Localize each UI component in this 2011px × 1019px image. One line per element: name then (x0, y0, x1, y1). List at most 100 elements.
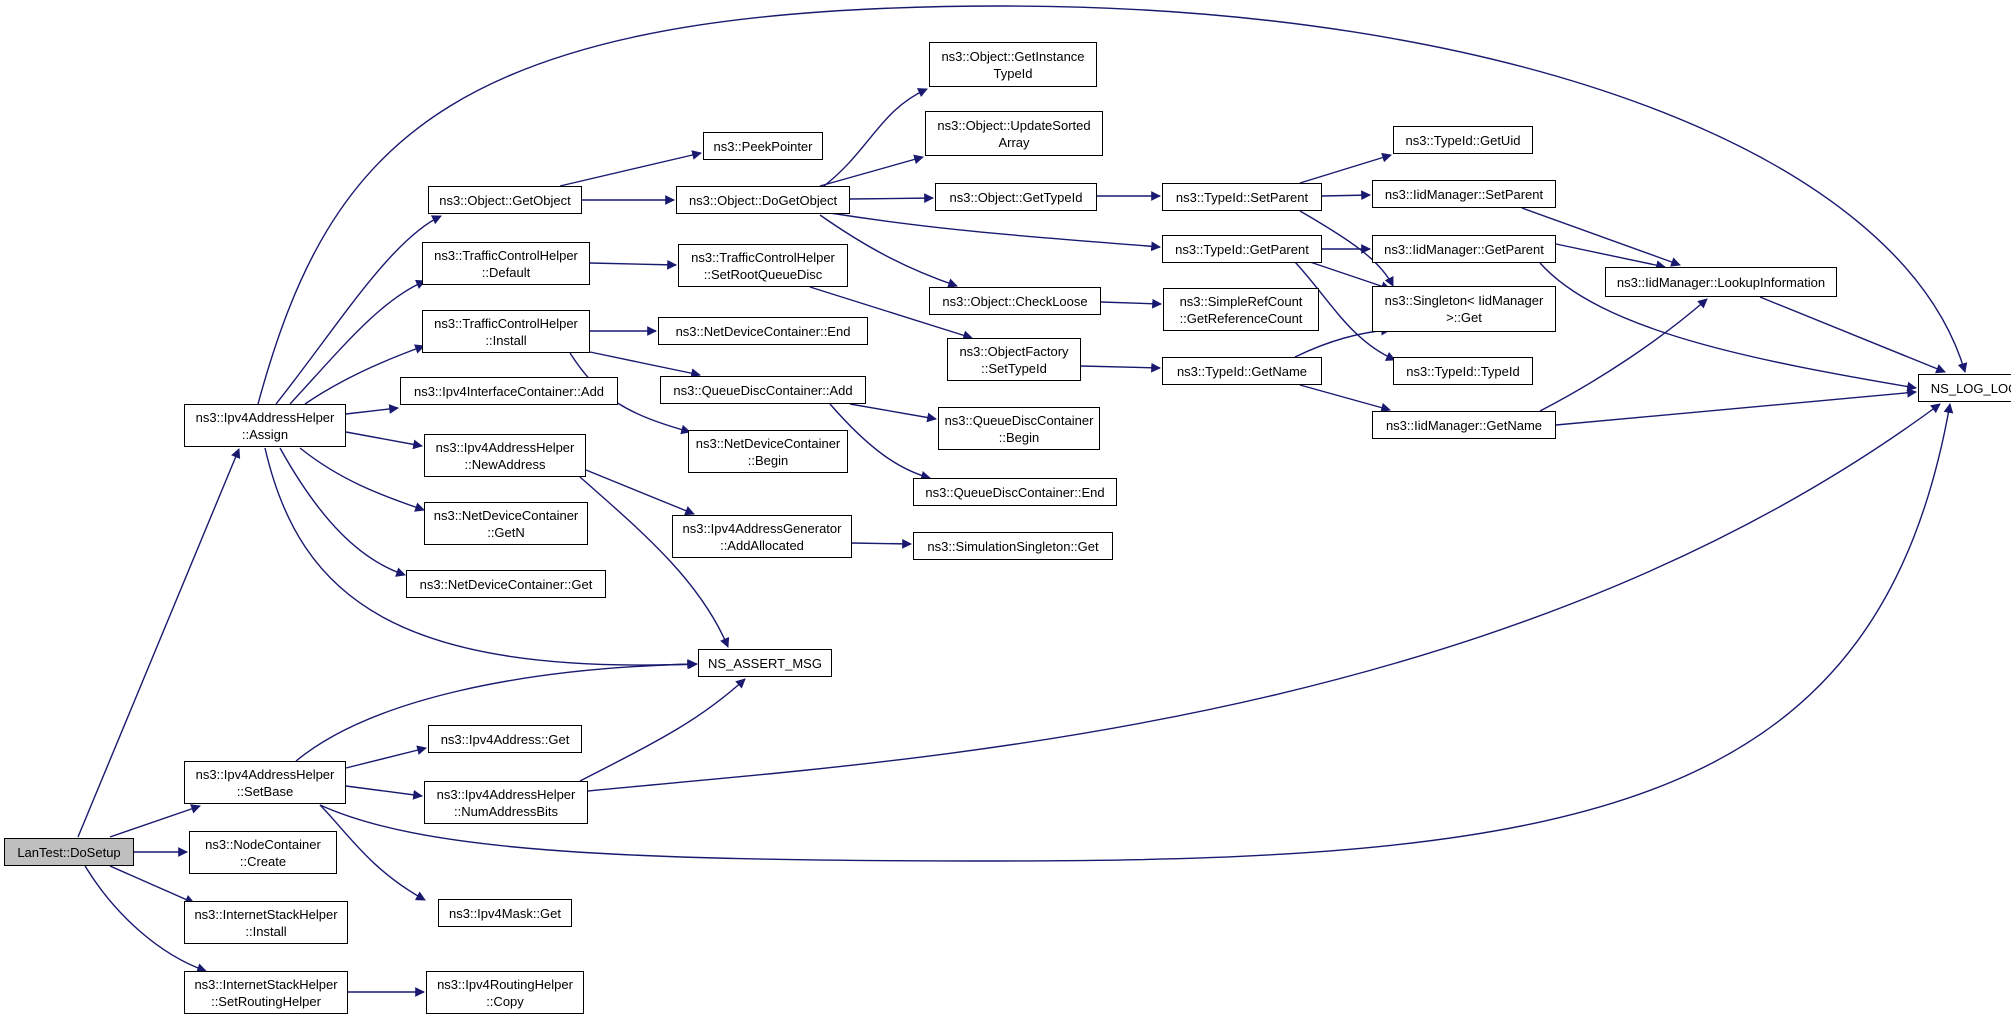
node-label-line: ::SetBase (236, 783, 294, 799)
node-iidmanager-setparent[interactable]: ns3::IidManager::SetParent (1372, 180, 1556, 208)
node-label-line: ns3::Ipv4AddressHelper (435, 439, 575, 455)
edge-dogetobject-tidgetparent (829, 212, 1161, 252)
edge-getobject-peekpointer (559, 150, 702, 187)
node-simplerefcount-getreferencecount[interactable]: ns3::SimpleRefCount::GetReferenceCount (1163, 288, 1319, 331)
node-label-line: ns3::Object::UpdateSorted (937, 117, 1091, 133)
node-label-line: ns3::TrafficControlHelper (691, 249, 835, 265)
node-internetstackhelper-setroutinghelper[interactable]: ns3::InternetStackHelper::SetRoutingHelp… (184, 971, 348, 1014)
node-ipv4routinghelper-copy[interactable]: ns3::Ipv4RoutingHelper::Copy (426, 971, 584, 1014)
node-netdevicecontainer-end[interactable]: ns3::NetDeviceContainer::End (658, 317, 868, 345)
edge-assign-newaddress (345, 431, 423, 450)
node-trafficcontrolhelper-default[interactable]: ns3::TrafficControlHelper::Default (422, 242, 590, 285)
node-singleton-iidmanager-get[interactable]: ns3::Singleton< IidManager >::Get (1372, 286, 1556, 332)
edge-setbase-numaddrbits (345, 785, 423, 800)
node-label-line: ::GetReferenceCount (1179, 310, 1303, 326)
node-label-line: ns3::NodeContainer (205, 836, 321, 852)
edge-tidgetparent-typeidctor (1294, 261, 1396, 361)
node-label-line: ns3::SimulationSingleton::Get (927, 538, 1099, 554)
node-label-line: ns3::InternetStackHelper (194, 906, 338, 922)
node-label-line: ns3::NetDeviceContainer (433, 507, 579, 523)
node-label-line: LanTest::DoSetup (17, 844, 121, 860)
node-object-getobject[interactable]: ns3::Object::GetObject (428, 186, 582, 214)
node-ipv4addresshelper-assign[interactable]: ns3::Ipv4AddressHelper::Assign (184, 404, 346, 447)
edge-qdcadd-qdcend (829, 403, 931, 481)
node-typeid-getuid[interactable]: ns3::TypeId::GetUid (1393, 126, 1533, 154)
node-ipv4addressgenerator-addallocated[interactable]: ns3::Ipv4AddressGenerator::AddAllocated (672, 515, 852, 558)
node-typeid-getname[interactable]: ns3::TypeId::GetName (1162, 357, 1322, 385)
edge-iidgetparent-nsloglogic (1539, 262, 1917, 392)
node-typeid-setparent[interactable]: ns3::TypeId::SetParent (1162, 183, 1322, 211)
node-label-line: ns3::NetDeviceContainer (695, 435, 841, 451)
edge-qdcadd-qdcbegin (849, 403, 937, 423)
node-typeid-typeid[interactable]: ns3::TypeId::TypeId (1393, 357, 1533, 385)
node-label-line: ns3::TypeId::GetName (1176, 363, 1308, 379)
edge-tidsetparent-tidgetuid (1299, 152, 1392, 184)
node-iidmanager-getname[interactable]: ns3::IidManager::GetName (1372, 411, 1556, 439)
node-label-line: ns3::Ipv4InterfaceContainer::Add (413, 383, 605, 399)
node-iidmanager-lookupinformation[interactable]: ns3::IidManager::LookupInformation (1605, 267, 1837, 297)
node-label-line: ns3::Ipv4Address::Get (440, 731, 570, 747)
node-ns-log-logic[interactable]: NS_LOG_LOGIC (1918, 374, 2011, 402)
node-label-line: ns3::IidManager::SetParent (1384, 186, 1544, 202)
node-label-line: ::Create (239, 853, 287, 869)
edge-addallocated-simsingleton (851, 538, 912, 549)
edge-setbase-assertmsg (295, 659, 697, 762)
node-queuedisccontainer-begin[interactable]: ns3::QueueDiscContainer::Begin (938, 407, 1100, 450)
node-netdevicecontainer-begin[interactable]: ns3::NetDeviceContainer::Begin (688, 430, 848, 473)
node-object-checkloose[interactable]: ns3::Object::CheckLoose (929, 287, 1101, 315)
edge-dosetup-setbase (109, 804, 201, 838)
node-label-line: ns3::TypeId::TypeId (1406, 363, 1520, 379)
node-label-line: NS_LOG_LOGIC (1930, 380, 2011, 396)
node-queuedisccontainer-end[interactable]: ns3::QueueDiscContainer::End (913, 478, 1117, 506)
node-label-line: NS_ASSERT_MSG (708, 655, 822, 671)
node-label-line: ns3::Object::GetInstance (941, 48, 1085, 64)
edge-assign-tchdefault (289, 279, 426, 405)
node-peekpointer[interactable]: ns3::PeekPointer (703, 132, 823, 160)
node-ipv4addresshelper-newaddress[interactable]: ns3::Ipv4AddressHelper::NewAddress (424, 434, 586, 477)
edge-tidsetparent-iidsetparent (1321, 190, 1371, 201)
node-label-line: ns3::Ipv4AddressHelper (195, 766, 335, 782)
node-iidmanager-getparent[interactable]: ns3::IidManager::GetParent (1372, 235, 1556, 263)
node-simulationsingleton-get[interactable]: ns3::SimulationSingleton::Get (913, 532, 1113, 560)
node-ipv4interfacecontainer-add[interactable]: ns3::Ipv4InterfaceContainer::Add (400, 377, 618, 405)
edge-iidgetparent-lookupinfo (1555, 243, 1666, 270)
node-ns-assert-msg[interactable]: NS_ASSERT_MSG (698, 649, 832, 677)
node-object-gettypeid[interactable]: ns3::Object::GetTypeId (935, 183, 1097, 211)
node-typeid-getparent[interactable]: ns3::TypeId::GetParent (1162, 235, 1322, 263)
node-label-line: ns3::IidManager::GetParent (1384, 241, 1544, 257)
edge-assign-ipv4ifadd (345, 404, 399, 415)
node-trafficcontrolhelper-setrootqueuedisc[interactable]: ns3::TrafficControlHelper::SetRootQueueD… (678, 244, 848, 287)
edge-dosetup-setrouting (84, 865, 207, 973)
node-ipv4mask-get[interactable]: ns3::Ipv4Mask::Get (438, 899, 572, 927)
node-label-line: >::Get (1446, 310, 1482, 325)
node-label-line: ns3::ObjectFactory (959, 343, 1069, 359)
edge-iidgetname-lookupinfo (1539, 298, 1708, 412)
edge-dogetobject-checkloose (819, 214, 958, 288)
edge-group (77, 5, 1968, 997)
node-trafficcontrolhelper-install[interactable]: ns3::TrafficControlHelper::Install (422, 310, 590, 353)
edge-assign-ndcget (279, 447, 406, 577)
node-ipv4addresshelper-setbase[interactable]: ns3::Ipv4AddressHelper::SetBase (184, 761, 346, 804)
node-ipv4addresshelper-numaddressbits[interactable]: ns3::Ipv4AddressHelper::NumAddressBits (424, 781, 588, 824)
node-label-line: ns3::Ipv4RoutingHelper (437, 976, 573, 992)
node-label-line: ns3::QueueDiscContainer (944, 412, 1094, 428)
node-netdevicecontainer-getn[interactable]: ns3::NetDeviceContainer::GetN (424, 502, 588, 545)
node-label-line: ::SetRoutingHelper (211, 993, 321, 1009)
edge-numaddrbits-nsloglogic (587, 403, 1941, 792)
node-label-line: ns3::Object::DoGetObject (688, 192, 838, 208)
node-queuedisccontainer-add[interactable]: ns3::QueueDiscContainer::Add (660, 376, 866, 404)
node-objectfactory-settypeid[interactable]: ns3::ObjectFactory::SetTypeId (947, 338, 1081, 381)
node-object-dogetobject[interactable]: ns3::Object::DoGetObject (676, 186, 850, 214)
node-nodecontainer-create[interactable]: ns3::NodeContainer::Create (189, 831, 337, 874)
node-internetstackhelper-install[interactable]: ns3::InternetStackHelper::Install (184, 901, 348, 944)
node-lantest-dosetup[interactable]: LanTest::DoSetup (4, 838, 134, 866)
edge-dogetobject-getinstancetypeid (823, 88, 928, 187)
edge-tchinstall-ndcbegin (569, 352, 691, 435)
node-netdevicecontainer-get[interactable]: ns3::NetDeviceContainer::Get (406, 570, 606, 598)
edge-tidgetname-iidgetname (1299, 384, 1391, 413)
node-ipv4address-get[interactable]: ns3::Ipv4Address::Get (428, 725, 582, 753)
node-label-line: ns3::Ipv4AddressHelper (436, 786, 576, 802)
